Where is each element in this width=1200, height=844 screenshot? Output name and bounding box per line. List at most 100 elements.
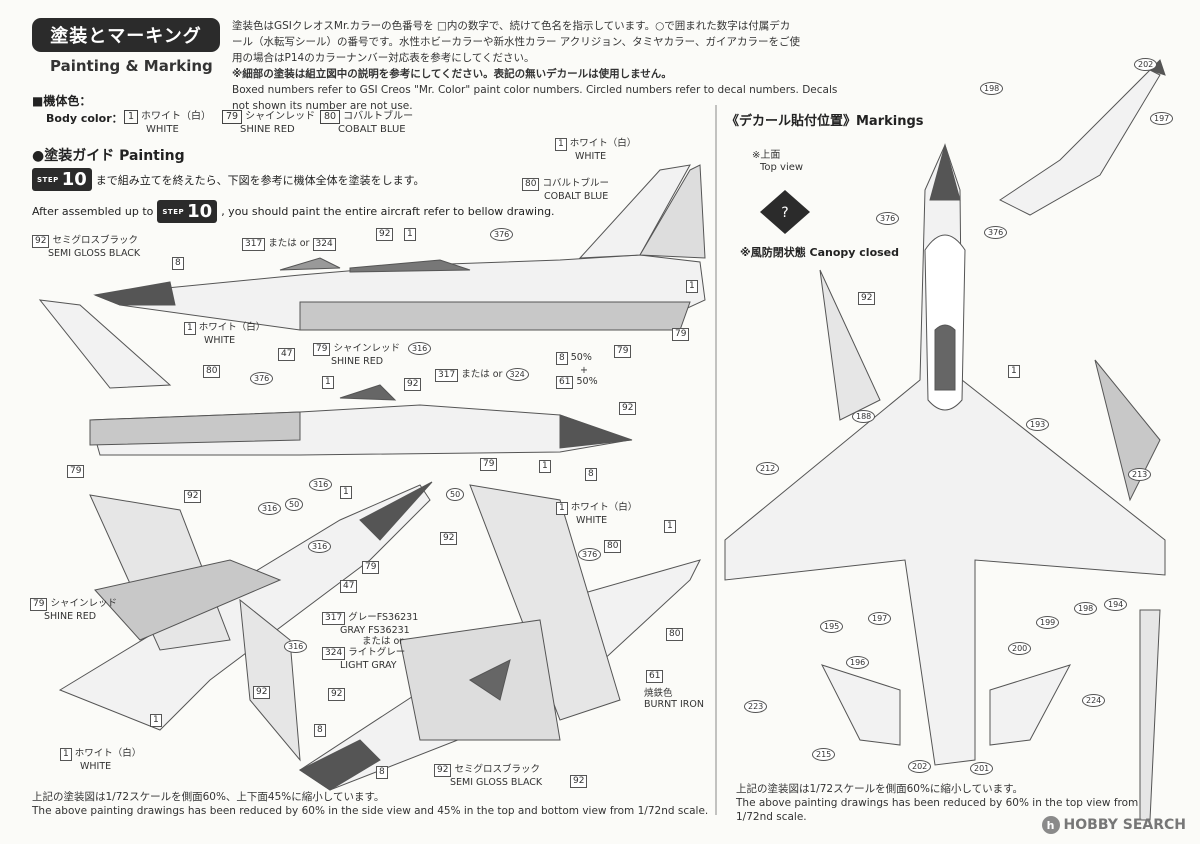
footer-right: 上記の塗装図は1/72スケールを側面60%に縮小しています。 The above… [736,782,1166,824]
decal-224: 224 [1082,694,1106,707]
callout-61b: 61 [646,670,664,683]
callout-80-cobalt-blue: 80 コバルトブルー COBALT BLUE [522,178,609,202]
callout-316e: 316 [284,640,308,653]
callout-1e-box: 1 [539,460,551,473]
callout-1c-box: 1 [184,322,196,335]
callout-1h-box: 1 [60,748,72,761]
step-jp-text: まで組み立てを終えたら、下図を参考に機体全体を塗装をします。 [95,173,425,187]
callout-or-b: または or [461,369,503,380]
decal-201: 201 [970,762,994,775]
footer-right-en-1: The above painting drawings has been red… [736,797,1139,809]
callout-92c-box: 92 [404,378,422,391]
callout-92h: 92 [328,688,346,701]
top-view-en: Top view [760,162,804,173]
callout-or-c: または or [362,636,404,647]
decal-376-left: 376 [876,212,900,225]
callout-1top-en: WHITE [575,151,607,162]
body-color-white-en: WHITE [146,124,179,135]
callout-376a-circ: 376 [490,228,514,241]
callout-316c: 316 [258,502,282,515]
decal-213: 213 [1128,468,1152,481]
callout-1b: 1 [686,280,698,293]
callout-316a: 316 [408,342,432,355]
decal-92-num: 92 [858,292,876,305]
intro-jp-1: 塗装色はGSIクレオスMr.カラーの色番号を □内の数字で、続けて色名を指示して… [232,20,791,32]
step-en-prefix: After assembled up to [32,205,154,218]
callout-1j-box: 1 [664,520,676,533]
callout-92i-box: 92 [434,764,452,777]
callout-376c: 376 [578,548,602,561]
body-color-red-en: SHINE RED [240,124,295,135]
callout-79e-box: 79 [480,458,498,471]
decal-200-num: 200 [1008,642,1032,655]
callout-1a-box: 1 [404,228,416,241]
side-view-lower [38,299,633,456]
callout-92g: 92 [440,532,458,545]
decal-197b-num: 197 [868,612,892,625]
body-color-blue-jp: コバルトブルー [343,111,414,122]
logo-text: HOBBY SEARCH [1063,817,1186,833]
callout-1c-jp: ホワイト（白） [198,322,266,333]
decal-188-num: 188 [852,410,876,423]
callout-92i-en: SEMI GLOSS BLACK [450,777,543,788]
step-number-en: 10 [187,201,213,222]
callout-8c-box: 8 [585,468,597,481]
body-color-label: Body color： [46,112,123,125]
decal-198b-num: 198 [1074,602,1098,615]
callout-92-semi-gloss-black: 92 セミグロスブラック SEMI GLOSS BLACK [32,235,140,259]
callout-1top-jp: ホワイト（白） [569,138,637,149]
callout-92e: 92 [184,490,202,503]
callout-80c-box: 80 [604,540,622,553]
decal-215-num: 215 [812,748,836,761]
top-view-jp: ※上面 [752,150,781,161]
callout-1j: 1 [664,520,676,533]
top-view-label: ※上面 Top view [752,150,803,174]
callout-92g-box: 92 [440,532,458,545]
callout-1f: 1 [340,486,352,499]
callout-92-en: SEMI GLOSS BLACK [48,248,141,259]
decal-198b: 198 [1074,602,1098,615]
decal-197-num: 197 [1150,112,1174,125]
callout-1e: 1 [539,460,551,473]
callout-or-a: または or [268,238,310,249]
callout-1i-jp: ホワイト（白） [570,502,638,513]
decal-202b: 202 [908,760,932,773]
bottom-view [58,481,433,762]
callout-47a: 47 [278,348,296,361]
step-word: STEP [37,175,59,184]
callout-1d-box: 1 [322,376,334,389]
callout-1h-en: WHITE [80,761,112,772]
callout-pct-b: 50% [576,376,598,387]
step-en-suffix: , you should paint the entire aircraft r… [221,205,555,218]
callout-79g-box: 79 [30,598,48,611]
callout-1f-box: 1 [340,486,352,499]
callout-79a-box: 79 [313,343,331,356]
callout-92-jp: セミグロスブラック [52,235,138,246]
callout-80a-box: 80 [522,178,540,191]
decal-215: 215 [812,748,836,761]
callout-50b: 50 [285,498,304,511]
painting-guide-heading: ●塗装ガイド Painting [32,148,185,164]
decal-92: 92 [858,292,876,305]
logo-mark-icon: h [1041,816,1060,834]
decal-195-num: 195 [820,620,844,633]
side-view-upper [93,164,706,331]
callout-316b-circ: 316 [309,478,333,491]
callout-92j-box: 92 [570,775,588,788]
decal-376-right-num: 376 [984,226,1008,239]
decal-376-left-num: 376 [876,212,900,225]
callout-92-semi-gloss-black-bottom: 92 セミグロスブラック SEMI GLOSS BLACK [434,764,542,788]
svg-text:?: ? [781,205,788,221]
callout-324c-box: 324 [322,647,346,660]
callout-1b-box: 1 [686,280,698,293]
decal-198: 198 [980,82,1004,95]
callout-79d-box: 79 [67,465,85,478]
callout-376b: 376 [250,372,274,385]
callout-80b: 80 [203,365,221,378]
callout-47b: 47 [340,580,358,593]
callout-316e-circ: 316 [284,640,308,653]
